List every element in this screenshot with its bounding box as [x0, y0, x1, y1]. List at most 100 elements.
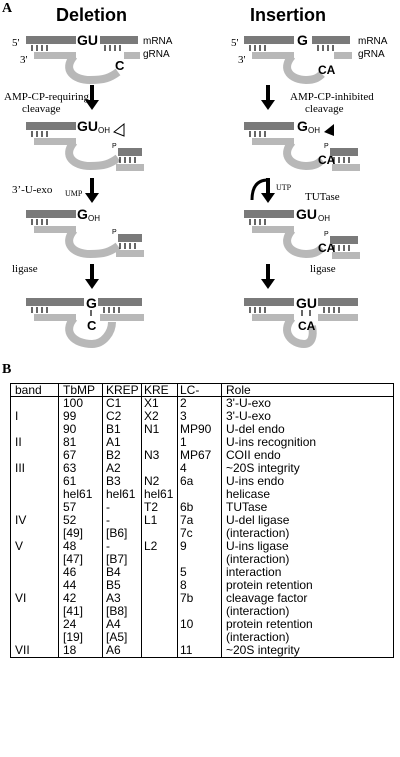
cell-tbmp: 46	[59, 566, 103, 579]
insertion-3prime: 3'	[238, 54, 246, 66]
cell-tbmp: [41]	[59, 605, 103, 618]
deletion-5prime: 5'	[12, 37, 20, 49]
header-band: band	[11, 384, 59, 397]
editing-diagram: 5' 3' GU C mRNA gRNA AMP-CP-requiring cl…	[4, 32, 388, 349]
cell-krep: [A5]	[103, 631, 142, 644]
cell-kre	[142, 566, 178, 579]
cell-tbmp: 63	[59, 462, 103, 475]
cell-role: ~20S integrity	[226, 644, 300, 657]
cell-band	[11, 566, 59, 579]
header-tbmp: TbMP	[59, 384, 103, 397]
cleavage-site-open-triangle	[113, 122, 125, 137]
insertion-ligase-label: ligase	[310, 263, 336, 275]
insertion-step2-oh: OH	[308, 126, 320, 135]
insertion-step1-complex: 5' 3' G CA mRNA gRNA	[231, 32, 388, 85]
deletion-step2-oh: OH	[98, 126, 110, 135]
cell-role: U-ins endo	[226, 475, 285, 488]
cell-role: U-ins recognition	[226, 436, 317, 449]
deletion-step2-gu: GU	[77, 118, 98, 134]
cell-band: V	[11, 540, 59, 553]
cell-kre: X2	[142, 410, 178, 423]
cell-krep: -	[103, 540, 142, 553]
cell-band	[11, 488, 59, 501]
insertion-step2-p: P	[324, 143, 329, 150]
insertion-utp-label: UTP	[276, 183, 292, 192]
cell-band	[11, 579, 59, 592]
cell-lc: MP67	[178, 449, 222, 462]
cell-tbmp: 81	[59, 436, 103, 449]
deletion-step2-p: P	[112, 143, 117, 150]
cell-kre	[142, 527, 178, 540]
cell-kre	[142, 553, 178, 566]
panel-b-label: B	[2, 362, 12, 377]
header-kre: KRE	[142, 384, 178, 397]
cell-kre	[142, 592, 178, 605]
insertion-step3-complex: GU OH P CA	[244, 206, 360, 259]
cleavage-site-filled-triangle	[324, 124, 334, 136]
insertion-step4-complex: GU CA	[244, 295, 358, 349]
cell-role: protein retention	[226, 618, 313, 631]
deletion-step1-c: C	[115, 58, 125, 73]
table-row: [19][A5](interaction)	[11, 631, 393, 644]
cell-kre	[142, 644, 178, 657]
cell-tbmp: 99	[59, 410, 103, 423]
header-krep: KREP	[103, 384, 142, 397]
cell-role: 3'-U-exo	[226, 397, 271, 410]
cell-lc: 9	[178, 540, 222, 553]
deletion-grna-label: gRNA	[143, 49, 170, 60]
cell-role: ~20S integrity	[226, 462, 300, 475]
deletion-title: Deletion	[56, 5, 128, 25]
deletion-step3-oh: OH	[88, 214, 100, 223]
cell-kre	[142, 436, 178, 449]
insertion-step2-complex: G OH P CA	[244, 118, 360, 171]
insertion-tutase-label: TUTase	[305, 191, 340, 203]
cell-band: VII	[11, 644, 59, 657]
insertion-step3-oh: OH	[318, 214, 330, 223]
insertion-cleavage-label-1: AMP-CP-inhibited	[290, 91, 374, 103]
deletion-3prime: 3'	[20, 54, 28, 66]
cell-role: COII endo	[226, 449, 281, 462]
cell-tbmp: 52	[59, 514, 103, 527]
cell-tbmp: 90	[59, 423, 103, 436]
cell-lc: MP90	[178, 423, 222, 436]
cell-band	[11, 423, 59, 436]
cell-tbmp: 67	[59, 449, 103, 462]
insertion-step4-ca: CA	[298, 319, 316, 333]
cell-tbmp: 48	[59, 540, 103, 553]
cell-kre	[142, 605, 178, 618]
cell-band: IV	[11, 514, 59, 527]
deletion-cleavage-label-1: AMP-CP-requiring	[4, 91, 89, 103]
insertion-step3-gu: GU	[296, 206, 317, 222]
insertion-5prime: 5'	[231, 37, 239, 49]
cell-krep: hel61	[103, 488, 142, 501]
cell-lc: 2	[178, 397, 222, 410]
cell-band	[11, 501, 59, 514]
cell-krep: [B7]	[103, 553, 142, 566]
insertion-cleavage-label-2: cleavage	[305, 103, 344, 115]
cell-lc	[178, 605, 222, 618]
cell-band: VI	[11, 592, 59, 605]
cell-lc: 7c	[178, 527, 222, 540]
cell-krep: C1	[103, 397, 142, 410]
table-header-row: band TbMP KREP KRE LC- Role	[11, 384, 393, 397]
insertion-step1-g: G	[297, 32, 308, 48]
cell-band	[11, 631, 59, 644]
cell-krep: B1	[103, 423, 142, 436]
cell-krep: A4	[103, 618, 142, 631]
cell-lc: 5	[178, 566, 222, 579]
cell-kre	[142, 579, 178, 592]
cell-role: cleavage factor	[226, 592, 308, 605]
cell-band	[11, 397, 59, 410]
cell-lc: 3	[178, 410, 222, 423]
deletion-step2-complex: GU OH P	[26, 118, 144, 171]
deletion-step3-complex: G OH P	[26, 206, 144, 259]
cell-band: I	[11, 410, 59, 423]
cell-role: U-del endo	[226, 423, 285, 436]
